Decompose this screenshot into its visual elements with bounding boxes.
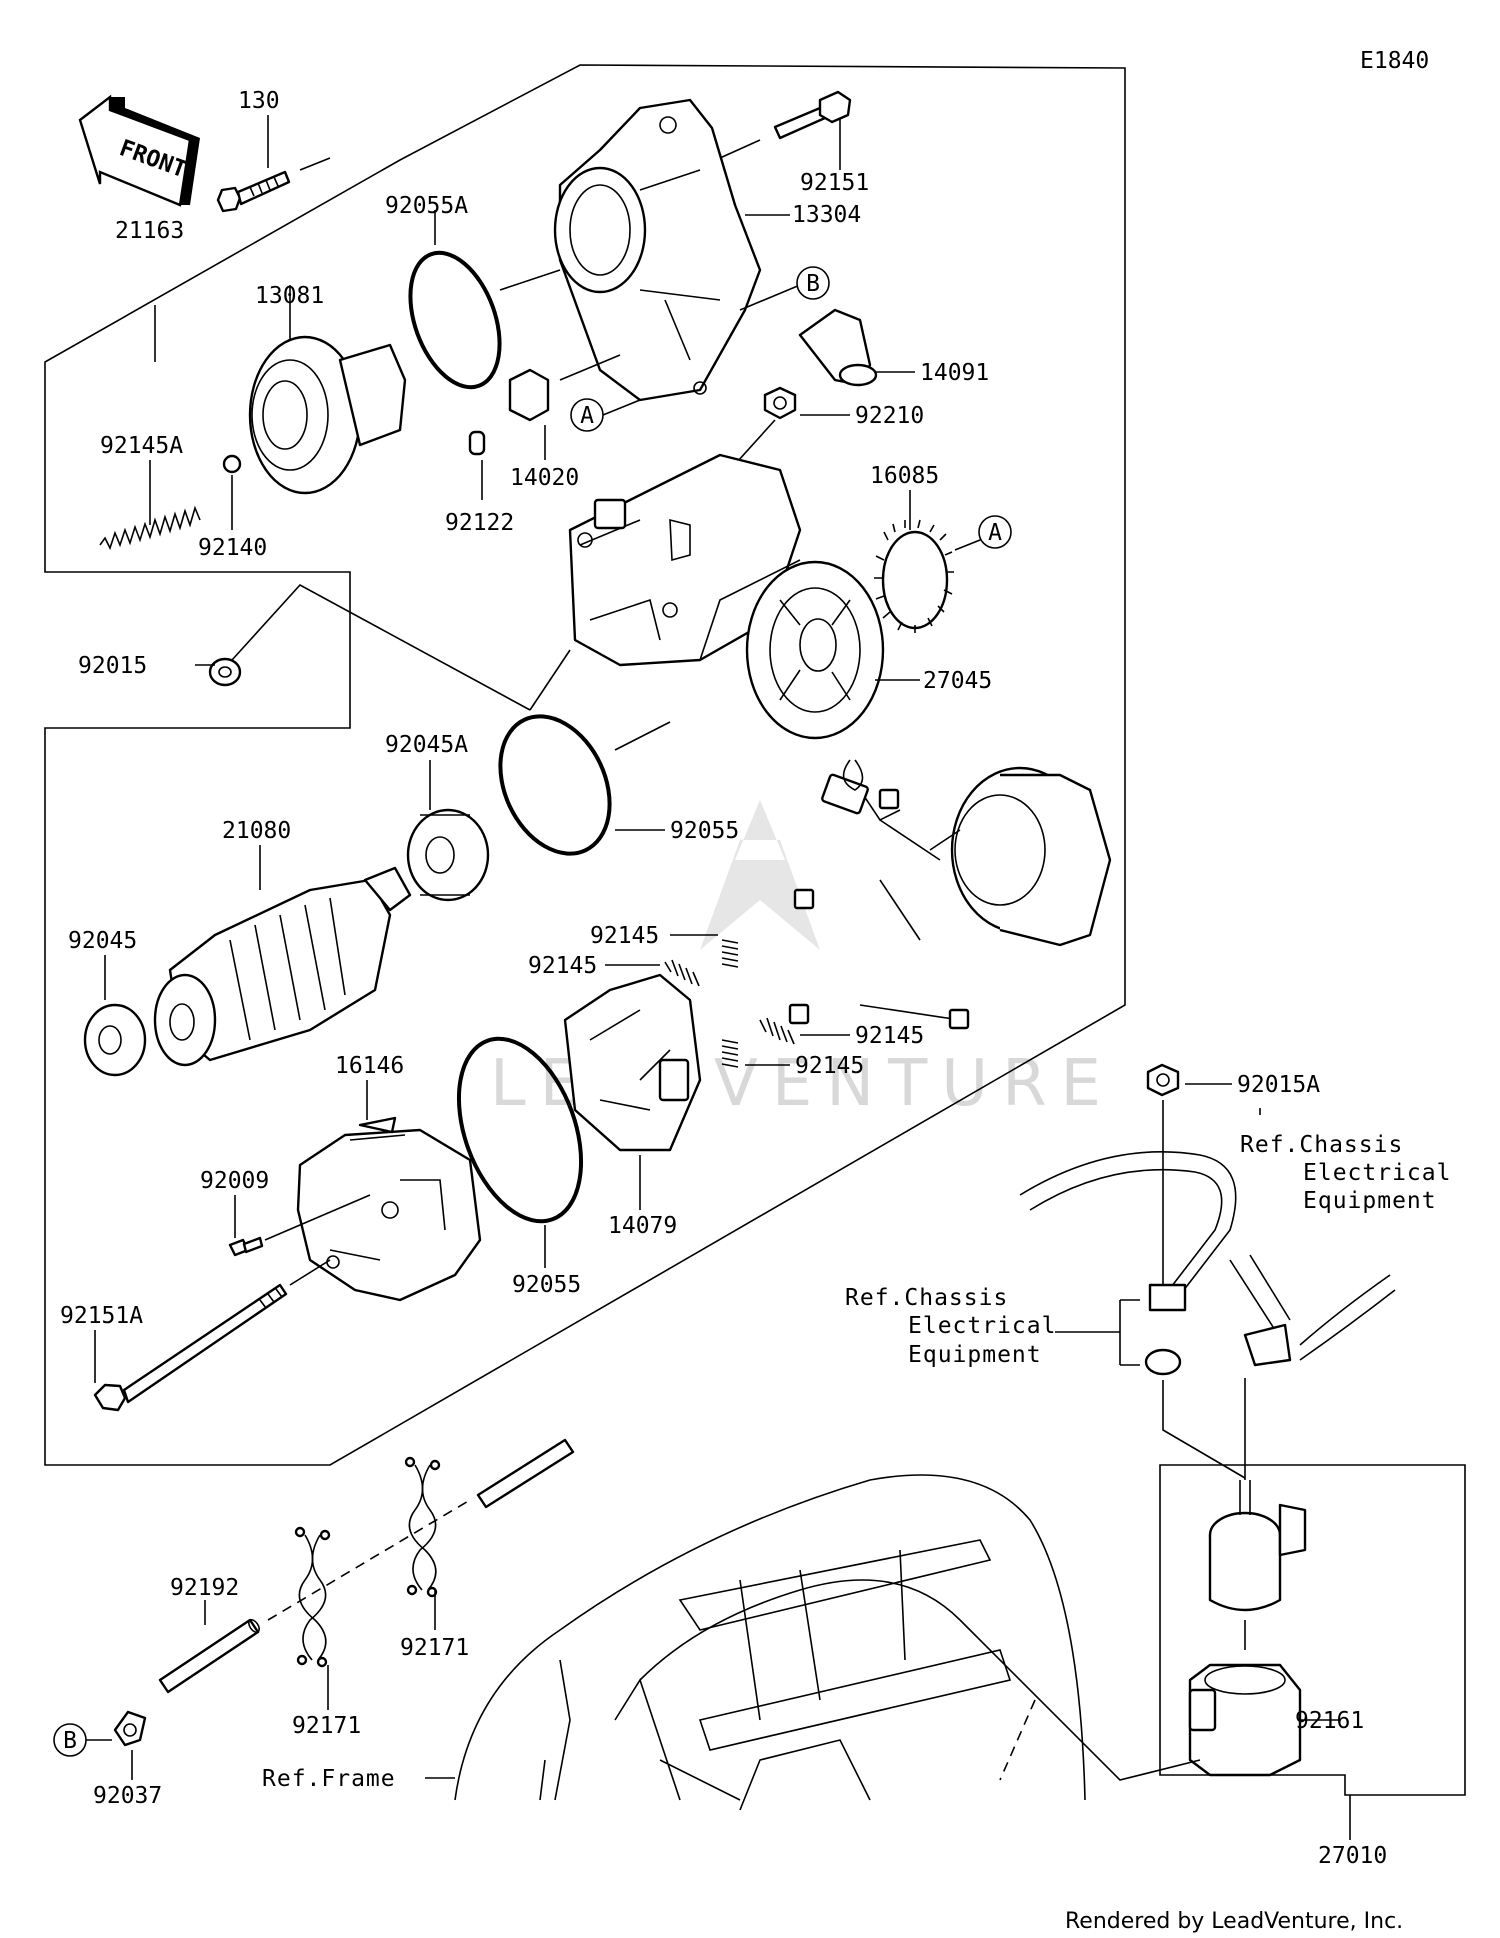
part-rod-upper	[476, 1438, 575, 1509]
label-92145-2: 92145	[528, 953, 597, 979]
part-92210-nut	[763, 386, 797, 420]
svg-text:Ref.Chassis: Ref.Chassis	[845, 1285, 1008, 1311]
part-130-bolt	[216, 170, 291, 213]
part-16146-end-cover	[296, 1116, 482, 1302]
part-92009-screw	[228, 1236, 264, 1257]
part-92055-o-ring-upper	[498, 714, 612, 856]
part-92151A-long-bolt	[93, 1283, 288, 1412]
svg-text:Equipment: Equipment	[908, 1342, 1042, 1368]
front-arrow-icon: FRONT	[78, 94, 200, 207]
part-13081-clutch-gear	[248, 335, 407, 495]
part-92015-washer	[208, 657, 242, 687]
label-14020: 14020	[510, 465, 579, 491]
part-92045-bearing	[83, 1003, 147, 1077]
label-92171-left: 92171	[292, 1713, 361, 1739]
label-27010: 27010	[1318, 1843, 1387, 1869]
svg-text:Equipment: Equipment	[1303, 1188, 1437, 1214]
part-92037-clamp	[113, 1710, 147, 1747]
part-21080-armature	[153, 866, 412, 1067]
label-92045A: 92045A	[385, 732, 468, 758]
label-92151A: 92151A	[60, 1303, 143, 1329]
label-92145-3: 92145	[855, 1023, 924, 1049]
label-92055A: 92055A	[385, 193, 468, 219]
callout-B-clamp: B	[53, 1723, 87, 1757]
assembly-outline-27010	[1159, 1464, 1466, 1796]
label-92140: 92140	[198, 535, 267, 561]
svg-text:Electrical: Electrical	[1303, 1160, 1451, 1186]
part-92045A-bearing	[406, 808, 490, 902]
part-chassis-cable	[1019, 1150, 1396, 1376]
part-92145-spring-2	[664, 959, 700, 987]
label-92015: 92015	[78, 653, 147, 679]
ref-chassis-electrical-2: Ref.Chassis Electrical Equipment	[845, 1285, 1056, 1368]
part-92171-clip-right	[404, 1456, 441, 1598]
part-92055A-o-ring	[408, 250, 502, 390]
label-92122: 92122	[445, 510, 514, 536]
label-92145-1: 92145	[590, 923, 659, 949]
part-92145-spring-1	[721, 939, 739, 968]
part-frame	[454, 1474, 1086, 1811]
svg-text:A: A	[988, 520, 1002, 546]
part-92140-ball	[222, 454, 242, 474]
label-92161: 92161	[1295, 1708, 1364, 1734]
label-92055-lower: 92055	[512, 1272, 581, 1298]
part-92161-holder	[1188, 1663, 1302, 1777]
svg-text:Ref.Chassis: Ref.Chassis	[1240, 1132, 1403, 1158]
callout-A-gear: A	[978, 515, 1012, 549]
part-14020-pinion	[508, 368, 550, 422]
label-27045: 27045	[923, 668, 992, 694]
label-92037: 92037	[93, 1783, 162, 1809]
part-yoke-assembly	[788, 759, 1112, 1030]
ref-chassis-electrical-1: Ref.Chassis Electrical Equipment	[1240, 1132, 1451, 1214]
label-92055-upper: 92055	[670, 818, 739, 844]
label-92145A: 92145A	[100, 433, 183, 459]
label-92192: 92192	[170, 1575, 239, 1601]
label-16146: 16146	[335, 1053, 404, 1079]
part-92055-o-ring-lower	[456, 1036, 584, 1224]
part-92145A-spring	[99, 505, 201, 551]
label-21080: 21080	[222, 818, 291, 844]
label-92045: 92045	[68, 928, 137, 954]
part-16085-gear	[874, 519, 954, 633]
diagram-code: E1840	[1360, 48, 1429, 74]
svg-text:A: A	[580, 403, 594, 429]
label-16085: 16085	[870, 463, 939, 489]
part-14079-brush-plate	[563, 973, 702, 1152]
label-14091: 14091	[920, 360, 989, 386]
label-92171-right: 92171	[400, 1635, 469, 1661]
part-92145-spring-4	[721, 1039, 739, 1068]
part-27045-bracket	[745, 560, 885, 740]
label-130: 130	[238, 88, 280, 114]
label-92210: 92210	[855, 403, 924, 429]
part-relay	[1208, 1480, 1307, 1612]
part-92192-rod	[158, 1618, 260, 1694]
ref-frame: Ref.Frame	[262, 1766, 396, 1792]
part-92015A-nut	[1146, 1063, 1180, 1097]
part-92151-bolt	[773, 90, 852, 140]
credit-text: Rendered by LeadVenture, Inc.	[1065, 1909, 1403, 1934]
label-92015A: 92015A	[1237, 1072, 1320, 1098]
label-92009: 92009	[200, 1168, 269, 1194]
label-92145-4: 92145	[795, 1053, 864, 1079]
label-14079: 14079	[608, 1213, 677, 1239]
label-92151: 92151	[800, 170, 869, 196]
label-13081: 13081	[255, 283, 324, 309]
label-21163: 21163	[115, 218, 184, 244]
part-13304-housing	[553, 98, 762, 402]
svg-text:B: B	[63, 1728, 77, 1754]
label-13304: 13304	[792, 202, 861, 228]
part-92171-clip-left	[294, 1526, 331, 1668]
part-92145-spring-3	[759, 1017, 795, 1045]
callout-B-housing: B	[796, 266, 830, 300]
svg-text:B: B	[806, 271, 820, 297]
part-14091-cap	[798, 308, 878, 387]
assembly-outline-21163	[44, 64, 1126, 1466]
svg-text:Electrical: Electrical	[908, 1313, 1056, 1339]
part-92122-pin	[468, 430, 486, 456]
callout-A-housing: A	[570, 398, 604, 432]
